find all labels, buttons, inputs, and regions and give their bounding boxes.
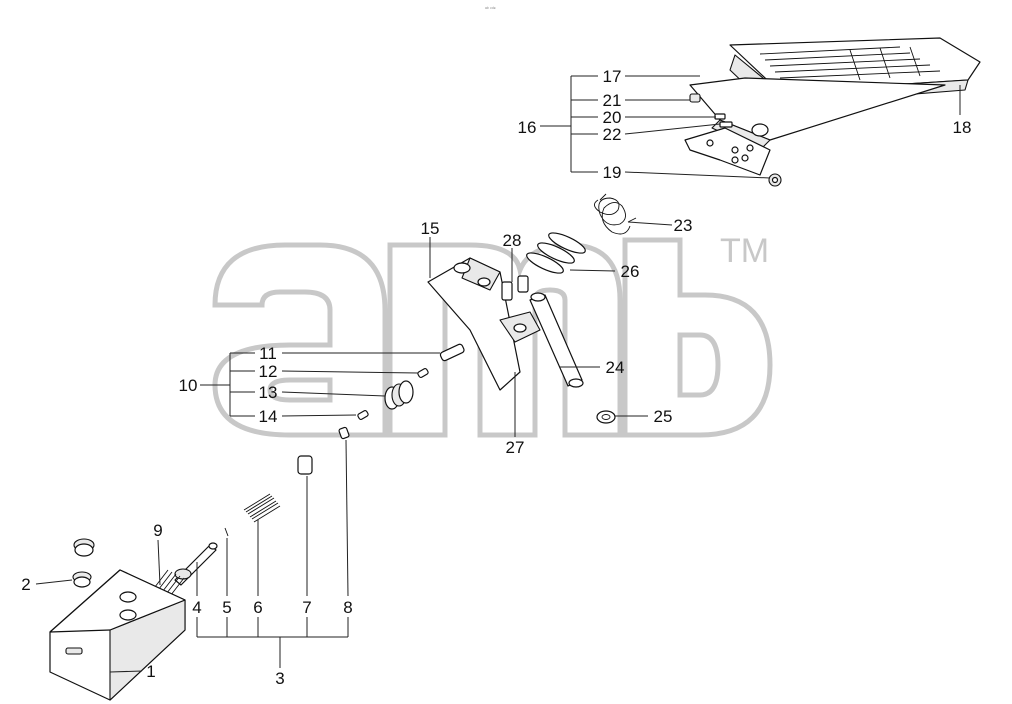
callout-14: 14 (259, 407, 278, 426)
header-mark: ᵃᵇ ᶜᵈᵉ (485, 6, 496, 12)
valve-body (49, 569, 186, 701)
callout-13: 13 (259, 383, 278, 402)
callout-7: 7 (302, 598, 311, 617)
callout-20: 20 (603, 108, 622, 127)
callout-11: 11 (259, 344, 277, 363)
callout-25: 25 (654, 407, 673, 426)
callout-10: 10 (179, 376, 198, 395)
torsion-spring (594, 193, 637, 235)
callout-15: 15 (421, 219, 440, 238)
port-plugs (72, 538, 95, 588)
callout-23: 23 (674, 216, 693, 235)
pivot-bracket (427, 257, 541, 391)
callout-21: 21 (603, 91, 622, 110)
callout-26: 26 (621, 262, 640, 281)
callout-28: 28 (503, 231, 522, 250)
callout-24: 24 (606, 358, 625, 377)
callout-19: 19 (603, 163, 622, 182)
callout-1: 1 (146, 662, 155, 681)
roll-pin (417, 368, 429, 378)
plunger-spring (147, 569, 185, 605)
callout-3: 3 (275, 669, 284, 688)
callout-16: 16 (518, 118, 537, 137)
bushing (384, 380, 414, 410)
sleeve (297, 455, 313, 475)
plunger-rod (174, 542, 218, 586)
watermark-letter-a (212, 242, 388, 438)
callout-22: 22 (603, 125, 622, 144)
bracket-pins (501, 275, 529, 301)
callout-labels: 17 21 20 22 16 19 18 23 26 24 25 15 28 2… (21, 67, 971, 688)
callout-18: 18 (953, 118, 972, 137)
callout-4: 4 (192, 598, 201, 617)
callout-8: 8 (343, 598, 352, 617)
coil-washers (526, 232, 586, 274)
thin-pin (224, 527, 229, 537)
callout-6: 6 (253, 598, 262, 617)
retaining-clip (338, 426, 350, 440)
compression-spring (243, 493, 281, 523)
bracket-pin (439, 343, 465, 362)
callout-12: 12 (259, 362, 278, 381)
callout-17: 17 (603, 67, 622, 86)
circlip (596, 410, 616, 424)
watermark-logo: TM (212, 232, 773, 438)
callout-5: 5 (222, 598, 231, 617)
leader-lines (35, 75, 961, 673)
pedal-bracket (684, 127, 782, 187)
watermark-tm: TM (720, 232, 769, 270)
small-pin (357, 410, 369, 420)
callout-9: 9 (153, 521, 162, 540)
long-shaft (529, 292, 584, 388)
callout-2: 2 (21, 575, 30, 594)
callout-27: 27 (506, 438, 525, 457)
watermark-letter-b (622, 237, 773, 438)
